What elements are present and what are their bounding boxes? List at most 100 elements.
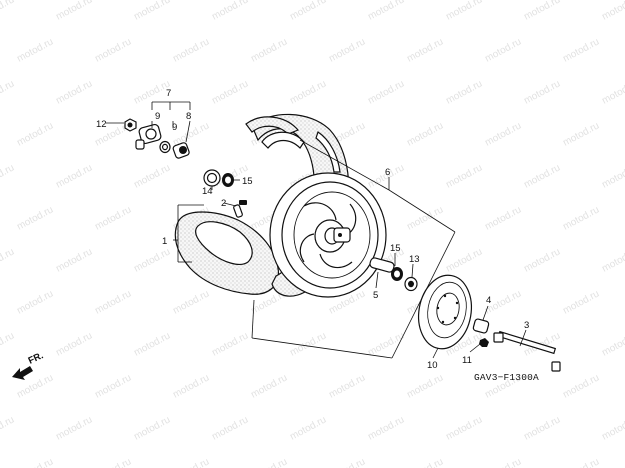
watermark-text: motod.ru [210,330,250,358]
watermark-text: motod.ru [93,36,133,64]
callout-11: 11 [462,355,472,366]
distance-collar [369,257,395,273]
watermark-text: motod.ru [561,456,601,468]
watermark-text: motod.ru [561,120,601,148]
watermark-text: motod.ru [132,330,172,358]
callout-15-lower: 15 [390,243,401,254]
watermark-text: motod.ru [54,246,94,274]
valve-stem [233,200,247,218]
watermark-text: motod.ru [249,456,289,468]
callout-5: 5 [373,290,378,301]
watermark-text: motod.ru [93,288,133,316]
watermark-text: motod.ru [366,0,406,23]
dust-seal-13 [404,276,418,292]
watermark-text: motod.ru [483,456,523,468]
callout-2: 2 [221,198,226,209]
watermark-text: motod.ru [405,456,445,468]
watermark-text: motod.ru [54,162,94,190]
watermark-text: motod.ru [600,0,625,23]
watermark-text: motod.ru [210,0,250,23]
watermark-text: motod.ru [54,414,94,442]
direction-label: FR. [27,350,46,366]
watermark-text: motod.ru [522,0,562,23]
watermark-text: motod.ru [171,372,211,400]
watermark-text: motod.ru [93,456,133,468]
watermark-text: motod.ru [54,330,94,358]
callout-1: 1 [162,236,167,247]
dust-seal-14 [203,169,221,187]
leader-lines [106,101,527,359]
watermark-text: motod.ru [561,204,601,232]
disk-bolt [479,338,489,347]
watermark-text: motod.ru [444,78,484,106]
callout-6: 6 [385,167,390,178]
watermark-text: motod.ru [405,120,445,148]
front-direction-arrow [12,366,33,380]
watermark-text: motod.ru [405,372,445,400]
watermark-text: motod.ru [249,36,289,64]
watermark-text: motod.ru [15,120,55,148]
watermark-text: motod.ru [171,36,211,64]
callout-8: 8 [186,111,191,122]
watermark-text: motod.ru [288,330,328,358]
watermark-text: motod.ru [600,162,625,190]
watermark-text: motod.ru [522,78,562,106]
axle-shaft [493,330,561,372]
watermark-text: motod.ru [600,78,625,106]
watermark-text: motod.ru [0,0,16,23]
watermark-text: motod.ru [171,288,211,316]
callout-14: 14 [202,186,213,197]
watermark-text: motod.ru [561,36,601,64]
watermark-text: motod.ru [15,288,55,316]
watermark-text: motod.ru [483,36,523,64]
watermark-text: motod.ru [561,372,601,400]
watermark-text: motod.ru [15,204,55,232]
watermark-text: motod.ru [366,414,406,442]
watermark-text: motod.ru [93,204,133,232]
diagram-code: GAV3−F1300A [474,372,539,383]
watermark-text: motod.ru [366,78,406,106]
callout-9-right: 9 [172,122,177,133]
watermark-text: motod.ru [600,330,625,358]
watermark-text: motod.ru [327,372,367,400]
watermark-text: motod.ru [288,78,328,106]
bearing-15-lower [391,267,403,281]
watermark-text: motod.ru [444,162,484,190]
watermark-text: motod.ru [288,414,328,442]
inner-tube [174,211,279,295]
watermark-text: motod.ru [483,120,523,148]
watermark-text: motod.ru [561,288,601,316]
watermark-text: motod.ru [132,0,172,23]
callout-15-upper: 15 [242,176,253,187]
watermark-text: motod.ru [444,414,484,442]
watermark-text: motod.ru [15,456,55,468]
watermark-text: motod.ru [405,204,445,232]
watermark-text: motod.ru [0,246,16,274]
callout-10: 10 [427,360,438,371]
watermark-text: motod.ru [249,372,289,400]
watermark-text: motod.ru [600,414,625,442]
watermark-text: motod.ru [132,414,172,442]
watermark-text: motod.ru [132,246,172,274]
watermark-text: motod.ru [210,414,250,442]
watermark-text: motod.ru [288,0,328,23]
watermark-text: motod.ru [93,372,133,400]
brake-disk [418,274,472,350]
callout-13: 13 [409,254,420,265]
watermark-text: motod.ru [444,246,484,274]
watermark-text: motod.ru [600,246,625,274]
watermark-text: motod.ru [54,78,94,106]
watermark-text: motod.ru [522,162,562,190]
wheel-rim [269,172,387,298]
watermark-text: motod.ru [54,0,94,23]
watermark-text: motod.ru [0,414,16,442]
speedometer-gearbox [135,123,190,159]
callout-9-left: 9 [155,111,160,122]
callout-4: 4 [486,295,491,306]
watermark-text: motod.ru [327,36,367,64]
watermark-text: motod.ru [171,456,211,468]
watermark-text: motod.ru [405,36,445,64]
watermark-text: motod.ru [327,456,367,468]
watermark-text: motod.ru [522,414,562,442]
